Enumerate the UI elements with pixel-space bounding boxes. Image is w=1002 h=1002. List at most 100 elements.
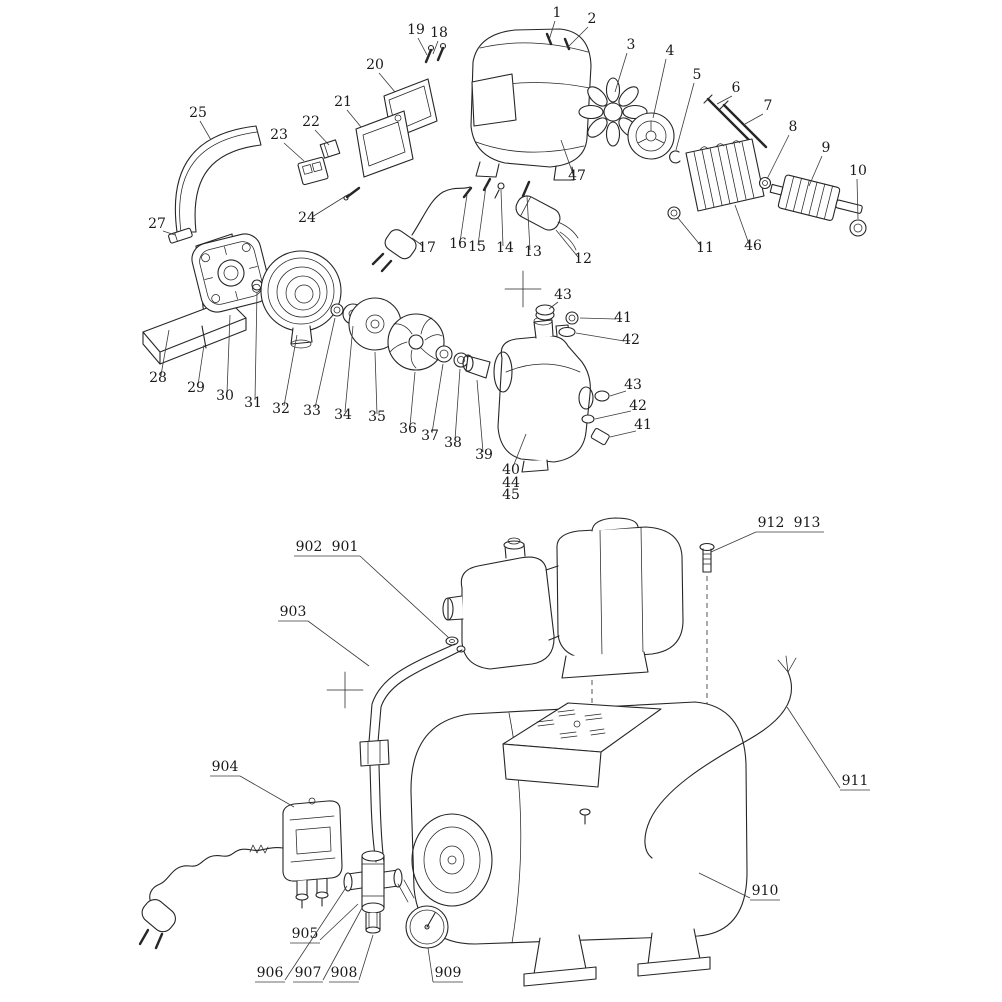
part-label-41: 41 <box>634 417 652 433</box>
part-label-29: 29 <box>187 380 205 396</box>
part-label-11: 11 <box>696 240 714 256</box>
part-label-8: 8 <box>789 119 798 135</box>
leader-line-12 <box>555 229 579 258</box>
leader-line-2 <box>567 26 589 48</box>
leader-line-10 <box>856 178 859 220</box>
leader-line-15 <box>477 185 487 246</box>
pump-unit <box>442 517 684 679</box>
part-label-32: 32 <box>272 401 290 417</box>
leader-line-38 <box>454 368 461 441</box>
screw-part-24 <box>343 186 361 201</box>
leader-line-905 <box>319 903 359 941</box>
part-label-28: 28 <box>149 370 167 386</box>
leader-line-14 <box>500 189 504 247</box>
leader-line-39 <box>476 379 484 453</box>
leader-line-912 <box>710 531 757 553</box>
leader-line-3 <box>614 52 628 93</box>
washer-part-33 <box>330 303 344 317</box>
part-label-40: 40 <box>502 462 520 478</box>
upper-assembly <box>142 28 867 473</box>
fan-cover-part <box>627 112 675 160</box>
part-label-21: 21 <box>334 94 352 110</box>
leader-line-1 <box>548 20 556 41</box>
tie-bolt-parts <box>703 94 768 149</box>
leader-line-23 <box>283 142 305 162</box>
part-label-24: 24 <box>298 210 316 226</box>
carry-handle-part <box>174 125 262 233</box>
part-label-15: 15 <box>468 239 486 255</box>
leader-line-29 <box>197 344 205 386</box>
part-label-30: 30 <box>216 388 234 404</box>
leader-line-911 <box>786 706 841 789</box>
leader-line-20 <box>378 72 396 93</box>
leader-line-43 <box>548 301 559 310</box>
part-label-911: 911 <box>842 773 869 789</box>
clamp-part-22 <box>319 139 341 159</box>
part-label-34: 34 <box>334 407 352 423</box>
capacitor-part <box>515 195 579 251</box>
leader-line-36 <box>409 371 416 427</box>
part-label-906: 906 <box>257 965 284 981</box>
part-label-41: 41 <box>614 310 632 326</box>
leader-line-17 <box>411 237 424 247</box>
centerline-cross-top <box>504 270 542 308</box>
saddle-bracket-part <box>502 702 662 825</box>
part-label-47: 47 <box>568 168 586 184</box>
part-label-908: 908 <box>331 965 358 981</box>
part-label-1: 1 <box>553 5 562 21</box>
part-label-25: 25 <box>189 105 207 121</box>
mounting-screw-part <box>699 542 715 573</box>
leader-line-4 <box>652 58 667 119</box>
leader-line-25 <box>199 120 212 141</box>
part-label-904: 904 <box>212 759 239 775</box>
leader-line-19 <box>417 37 428 56</box>
leader-line-41 <box>609 430 637 438</box>
part-label-913: 913 <box>794 515 821 531</box>
leader-line-28 <box>160 329 170 376</box>
lower-assembly <box>138 517 797 987</box>
pump-body-part <box>493 316 594 473</box>
pressure-switch-part <box>282 797 343 909</box>
centerline-cross-bottom <box>326 671 364 709</box>
tank-leg-parts <box>523 928 711 987</box>
five-way-fitting-part <box>343 850 403 914</box>
part-label-22: 22 <box>302 114 320 130</box>
part-label-20: 20 <box>366 57 384 73</box>
part-label-44: 44 <box>502 475 520 491</box>
leader-line-910 <box>698 872 751 899</box>
part-label-42: 42 <box>622 332 640 348</box>
stud-part <box>201 325 207 349</box>
nut-part-11 <box>667 206 681 220</box>
part-label-9: 9 <box>822 140 831 156</box>
part-label-35: 35 <box>368 409 386 425</box>
screw-parts-18-19 <box>424 42 447 64</box>
leader-line-904 <box>239 775 295 808</box>
leader-line-34 <box>344 325 354 413</box>
fitting-parts-top <box>535 304 579 338</box>
leader-line-22 <box>314 129 330 146</box>
part-label-46: 46 <box>744 238 762 254</box>
pressure-tank-part <box>410 701 748 945</box>
leader-line-42 <box>594 410 632 420</box>
part-label-901: 901 <box>332 539 359 555</box>
leader-line-7 <box>744 113 764 125</box>
motor-housing-part <box>470 28 592 181</box>
part-label-39: 39 <box>475 447 493 463</box>
rotor-part <box>769 174 863 221</box>
leader-line-41 <box>579 317 617 320</box>
part-label-2: 2 <box>588 11 597 27</box>
leader-line-30 <box>226 314 231 394</box>
diffuser-part <box>260 250 342 349</box>
part-label-7: 7 <box>764 98 773 114</box>
leader-line-903 <box>307 620 370 667</box>
leader-line-31 <box>254 291 258 401</box>
leader-line-908 <box>358 934 374 981</box>
part-label-12: 12 <box>574 251 592 267</box>
leader-line-27 <box>162 230 176 236</box>
leader-line-6 <box>716 95 733 105</box>
part-label-42: 42 <box>629 398 647 414</box>
impeller-part <box>387 313 445 371</box>
leader-line-901 <box>359 555 450 639</box>
part-label-17: 17 <box>418 240 436 256</box>
leader-line-42 <box>575 332 625 342</box>
